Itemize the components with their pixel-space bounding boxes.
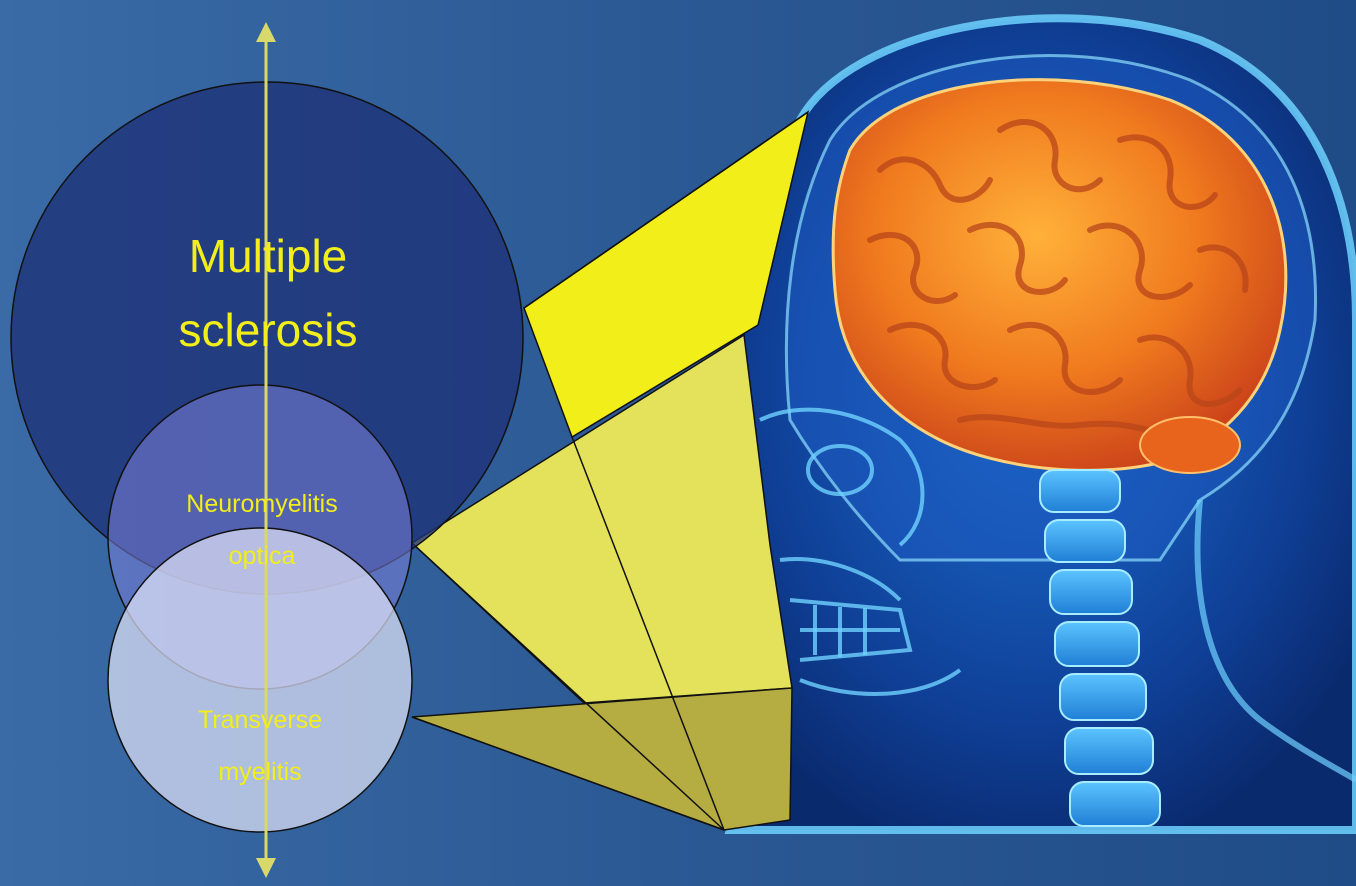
head-xray-illustration [710,18,1356,830]
label-nmo-line1: Neuromyelitis [186,490,337,518]
wedge-spinal-cord [412,688,792,830]
label-tm-line2: myelitis [218,758,301,786]
brain [833,80,1286,473]
label-ms-line2: sclerosis [179,304,358,356]
label-tm-line1: Transverse [198,706,322,734]
label-ms-line1: Multiple [189,230,348,282]
arrow-down-icon [256,858,276,878]
label-nmo-line2: optica [229,542,296,570]
circle-transverse-myelitis [108,528,412,832]
arrow-up-icon [256,22,276,42]
